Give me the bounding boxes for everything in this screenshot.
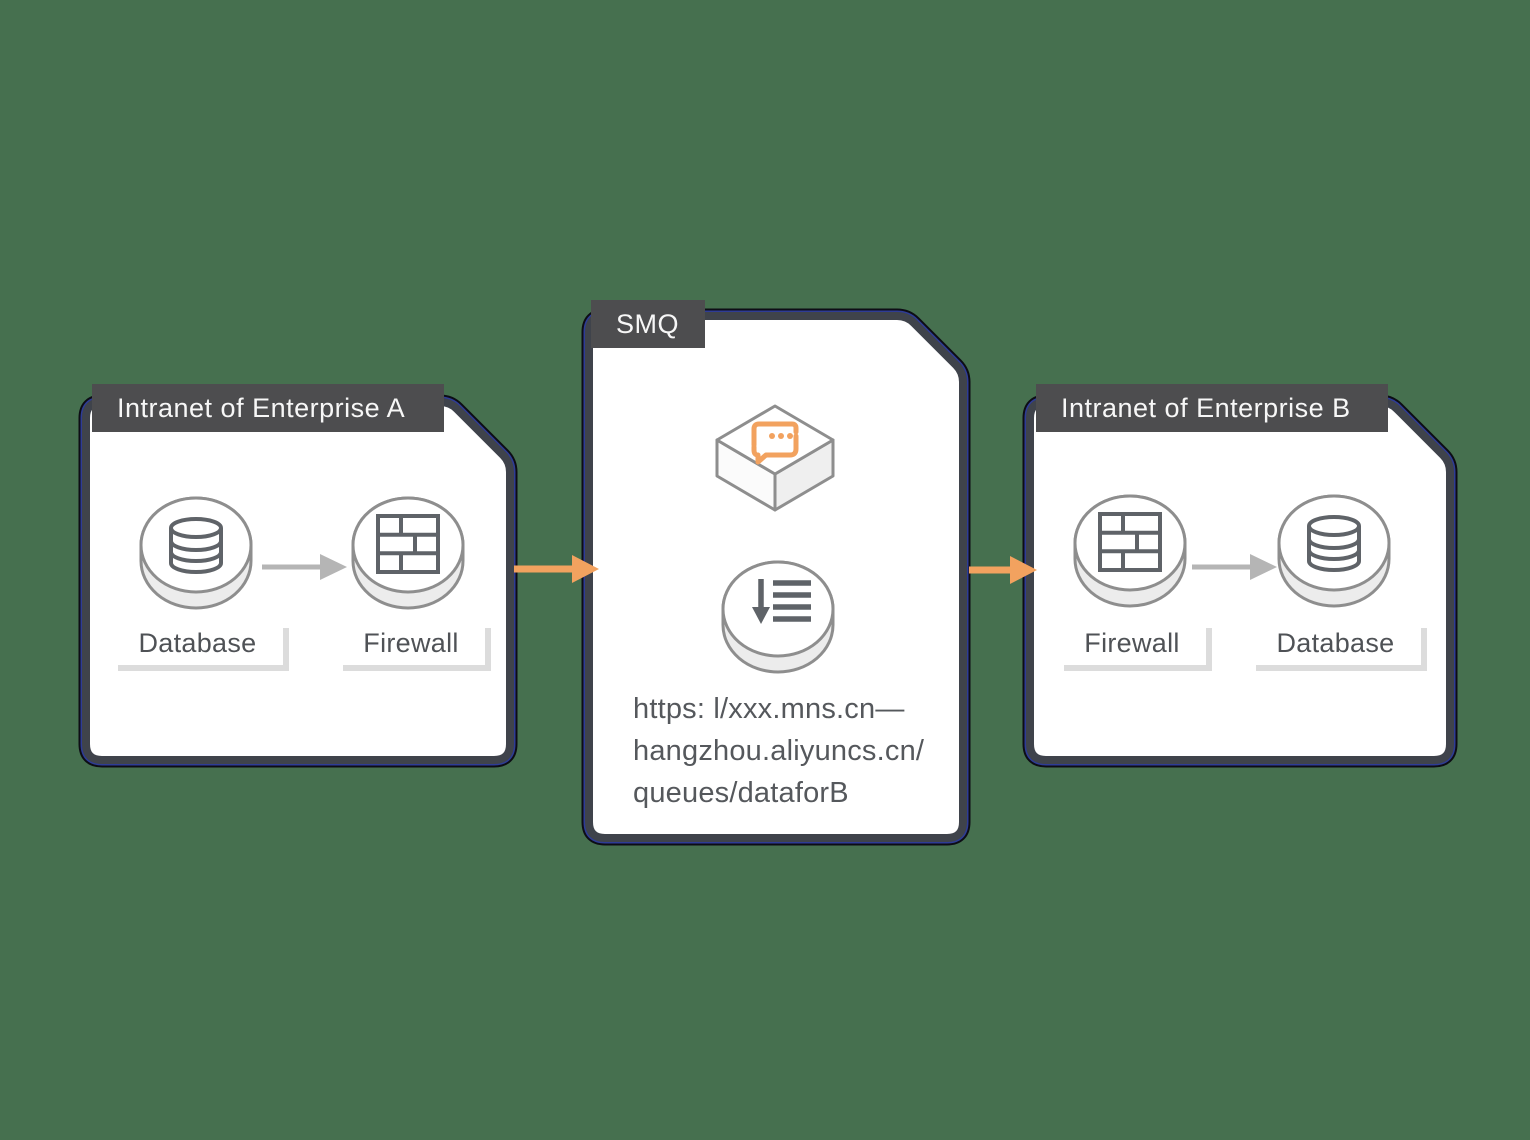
- orange-arrow-smq-to-b: [969, 556, 1037, 584]
- queue-endpoint-url: https: l/xxx.mns.cn— hangzhou.aliyuncs.c…: [633, 688, 945, 814]
- url-line: https: l/xxx.mns.cn—: [633, 693, 905, 725]
- panel-tab-enterprise-b: Intranet of Enterprise B: [1036, 384, 1388, 432]
- url-line: hangzhou.aliyuncs.cn/: [633, 735, 925, 767]
- panel-tab-label: Intranet of Enterprise B: [1061, 392, 1351, 423]
- database-icon: [1277, 494, 1391, 608]
- firewall-icon: [351, 496, 465, 610]
- queue-list-icon: [721, 560, 835, 674]
- url-line: queues/dataforB: [633, 777, 849, 809]
- panel-tab-smq: SMQ: [591, 300, 705, 348]
- database-icon: [139, 496, 253, 610]
- chat-bubble-glyph: [751, 421, 799, 465]
- panel-tab-label: SMQ: [616, 308, 680, 339]
- firewall-icon: [1073, 494, 1187, 608]
- node-label-database: Database: [112, 622, 283, 665]
- panel-tab-label: Intranet of Enterprise A: [117, 392, 406, 423]
- gray-arrow-db-to-fw: [262, 554, 347, 580]
- panel-tab-enterprise-a: Intranet of Enterprise A: [92, 384, 444, 432]
- message-queue-cube-icon: [715, 404, 835, 512]
- panel-enterprise-b: [1022, 394, 1458, 768]
- node-label-firewall: Firewall: [337, 622, 485, 665]
- panel-enterprise-a: [78, 394, 518, 768]
- orange-arrow-a-to-smq: [514, 555, 599, 583]
- gray-arrow-fw-to-db: [1192, 554, 1277, 580]
- node-label-firewall: Firewall: [1058, 622, 1206, 665]
- node-label-database: Database: [1250, 622, 1421, 665]
